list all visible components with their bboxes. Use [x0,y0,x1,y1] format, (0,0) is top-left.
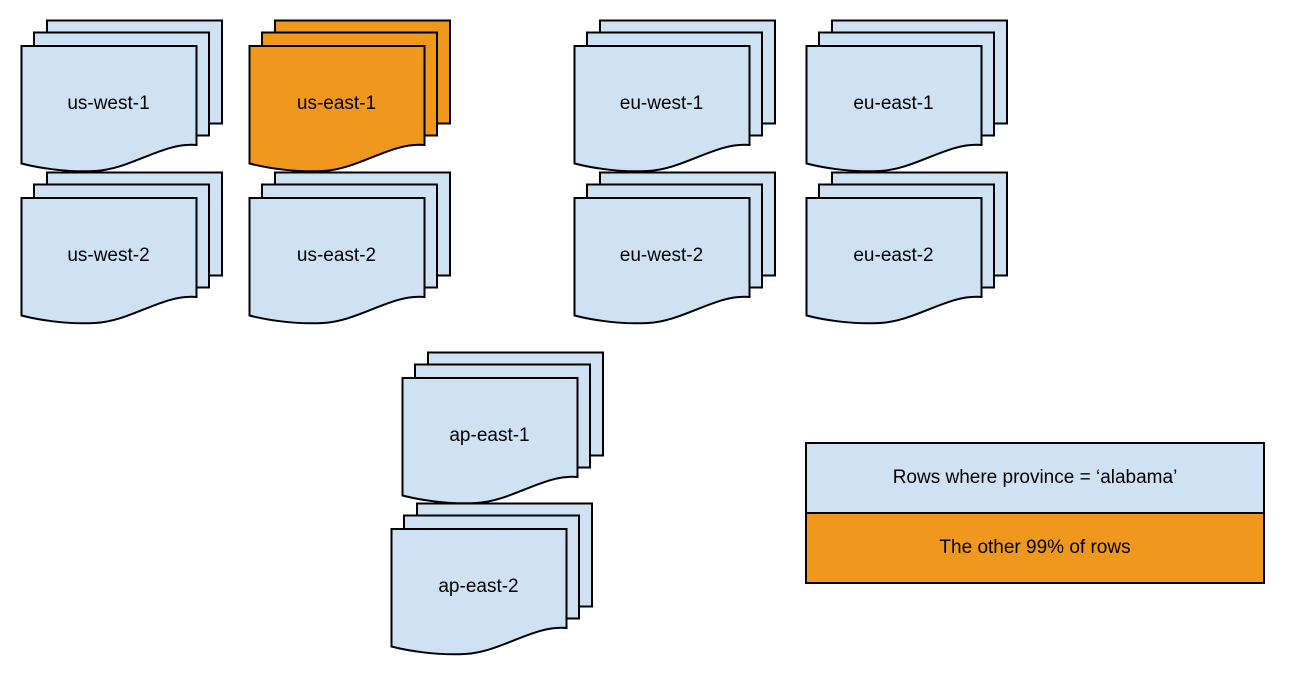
region-stack-us-west-2: us-west-2 [20,171,224,325]
legend: Rows where province = ‘alabama’ The othe… [805,442,1265,584]
region-label: ap-east-2 [438,576,519,597]
region-stack-ap-east-2: ap-east-2 [390,502,594,656]
legend-item-alabama-rows: Rows where province = ‘alabama’ [807,444,1263,512]
region-label: us-east-2 [296,245,377,266]
legend-item-label: Rows where province = ‘alabama’ [892,467,1178,488]
region-label: us-east-1 [296,93,377,114]
region-stack-eu-west-2: eu-west-2 [573,171,777,325]
region-label: eu-east-2 [853,245,934,266]
region-stack-ap-east-1: ap-east-1 [401,351,605,505]
region-label: us-west-2 [67,245,150,266]
region-label: eu-west-1 [619,93,704,114]
legend-item-label: The other 99% of rows [939,537,1131,558]
region-stack-us-east-1: us-east-1 [248,19,452,173]
region-label: us-west-1 [67,93,150,114]
region-label: eu-east-1 [853,93,934,114]
region-stack-us-west-1: us-west-1 [20,19,224,173]
region-label: ap-east-1 [449,425,530,446]
legend-item-other-rows: The other 99% of rows [807,512,1263,582]
region-stack-eu-west-1: eu-west-1 [573,19,777,173]
region-stack-eu-east-1: eu-east-1 [805,19,1009,173]
region-stack-us-east-2: us-east-2 [248,171,452,325]
region-label: eu-west-2 [619,245,704,266]
region-stack-eu-east-2: eu-east-2 [805,171,1009,325]
